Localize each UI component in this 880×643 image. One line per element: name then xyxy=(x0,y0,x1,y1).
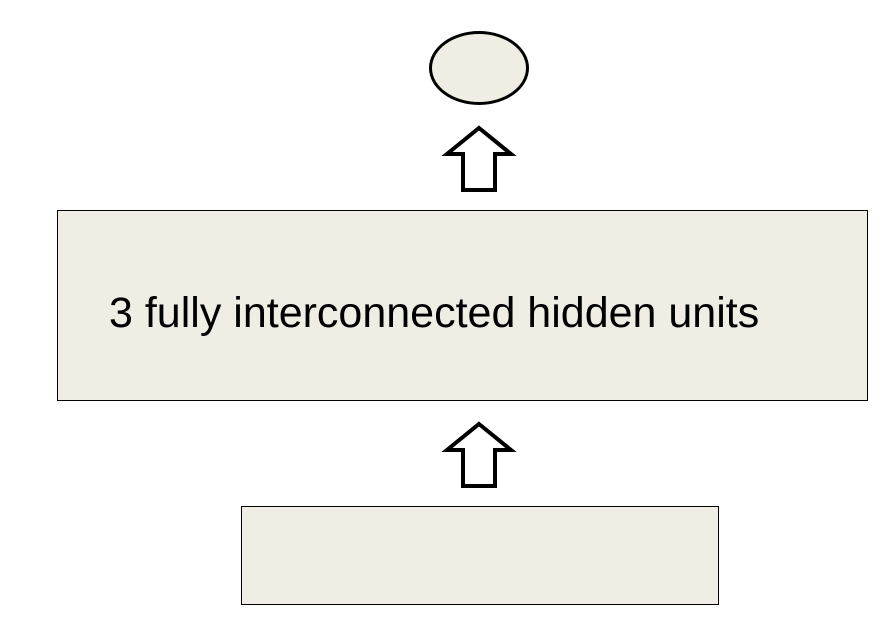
hidden-layer-label: 3 fully interconnected hidden units xyxy=(109,289,760,337)
input-to-hidden-arrow-icon xyxy=(441,421,517,488)
output-unit-node xyxy=(429,31,529,105)
hidden-layer-box: 3 fully interconnected hidden units xyxy=(57,210,868,401)
hidden-to-output-arrow-icon xyxy=(441,125,517,192)
input-layer-box xyxy=(241,506,719,605)
